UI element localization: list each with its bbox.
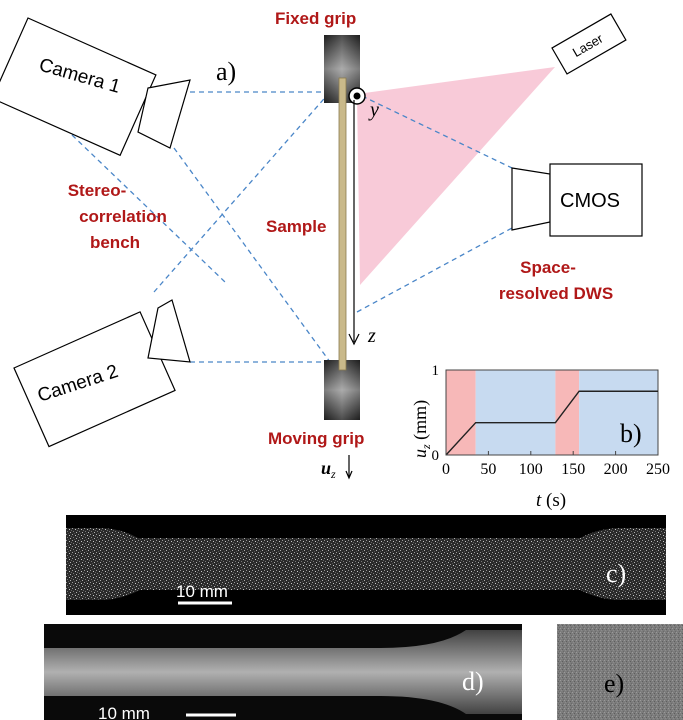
sample-bar [338,77,347,371]
dws-label-1: Space- [520,258,576,277]
cmos-camera: CMOS [511,163,643,237]
panel-d-image: 10 mm d) [44,624,522,720]
stereo-label-1: Stereo- [68,181,127,200]
chart-frame [445,369,659,456]
chart-band-blue [475,370,556,455]
axis-z-arrow [348,100,360,346]
chart-band-blue [579,370,658,455]
chart-series-line [445,390,658,456]
chart-y-tick-label: 0 [432,448,440,464]
sample-label: Sample [266,217,326,236]
chart-bands [446,370,658,455]
chart-x-tick-label: 250 [646,461,670,478]
panel-b-label: b) [620,419,642,448]
panel-e-label: e) [604,669,624,698]
chart-x-tick-label: 200 [604,461,628,478]
chart-x-ticks: 0 50 100 150 200 250 [442,451,670,478]
chart-band-red [555,370,580,455]
axis-z-label: z [367,325,376,347]
axis-y-label: y [368,99,379,121]
chart-x-tick-label: 0 [442,461,450,478]
chart-band-red [446,370,476,455]
chart-y-axis-label: uz (mm) [410,400,433,458]
cmos-label: CMOS [560,190,620,212]
chart-x-tick-label: 50 [480,461,496,478]
fixed-grip-label: Fixed grip [275,9,356,28]
panel-e-image: e) [557,624,683,720]
stereo-label-2: correlation [79,207,167,226]
axis-y-symbol [348,87,366,105]
chart-x-tick-label: 150 [561,461,585,478]
panel-a-label: a) [216,57,236,86]
chart-x-axis-label: t (s) [536,490,566,511]
laser-beam [357,67,555,285]
camera-1: Camera 1 [0,17,191,157]
chart-y-tick-label: 1 [432,363,440,379]
chart-series [445,390,658,456]
chart-y-ticks: 01 [432,363,450,464]
laser-box: Laser [551,13,627,75]
panel-d-label: d) [462,667,484,696]
panel-c-label: c) [606,559,626,588]
chart-x-tick-label: 100 [519,461,543,478]
stereo-label-3: bench [90,233,140,252]
scale-label-d: 10 mm [98,704,150,720]
sight-lines [71,91,513,363]
uz-label: uz [321,458,336,481]
camera-2: Camera 2 [13,299,191,448]
moving-grip-label: Moving grip [268,429,364,448]
uz-arrow [345,455,353,480]
panel-a: Camera 1 Camera 2 Laser CMOS [0,9,643,481]
dws-label-2: resolved DWS [499,284,613,303]
scale-label-c: 10 mm [176,582,228,601]
panel-c-image: 10 mm c) [66,515,666,615]
